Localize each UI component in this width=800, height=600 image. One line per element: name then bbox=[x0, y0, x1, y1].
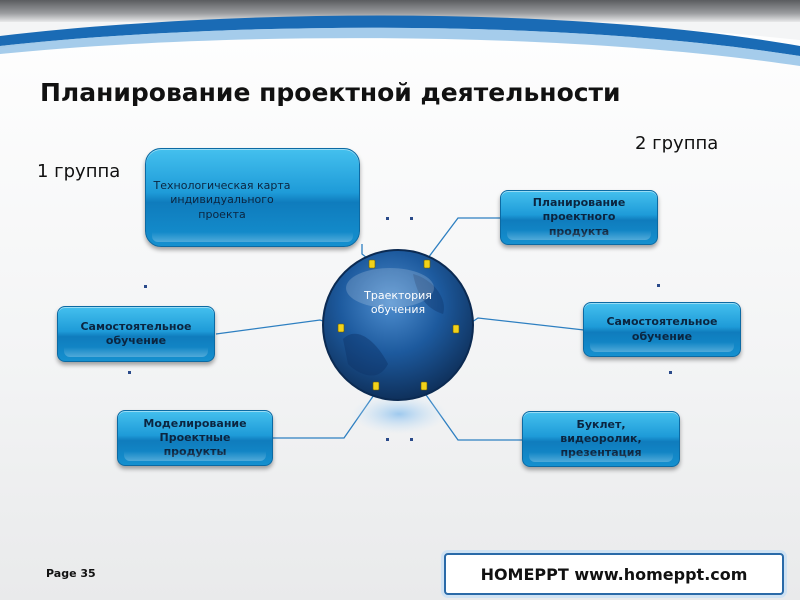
booklet-line-2: видеоролик, bbox=[560, 431, 642, 445]
modeling-box: Моделирование Проектные продукты bbox=[117, 410, 273, 466]
globe-icon bbox=[322, 249, 474, 434]
dot bbox=[144, 285, 147, 288]
planning-line-1: Планирование bbox=[532, 196, 626, 210]
booklet-line-3: презентация bbox=[560, 446, 642, 460]
self-study-box-right: Самостоятельное обучение bbox=[583, 302, 741, 357]
dot bbox=[410, 217, 413, 220]
dot bbox=[669, 371, 672, 374]
group-1-label: 1 группа bbox=[37, 161, 121, 182]
page-title: Планирование проектной деятельности bbox=[40, 78, 621, 107]
planning-box: Планирование проектного продукта bbox=[500, 190, 658, 245]
dot bbox=[657, 284, 660, 287]
light-icon bbox=[420, 381, 428, 391]
center-label: Траектория обучения bbox=[336, 289, 460, 317]
booklet-line-1: Буклет, bbox=[576, 417, 626, 431]
tech-map-box: Технологическая карта индивидуального пр… bbox=[145, 148, 360, 247]
self-study-left-line-2: обучение bbox=[105, 334, 167, 347]
dot bbox=[386, 217, 389, 220]
light-icon bbox=[368, 259, 376, 269]
tech-map-line-1: Технологическая карта bbox=[153, 179, 291, 192]
dot bbox=[128, 371, 131, 374]
connector-self-study-left bbox=[215, 319, 327, 335]
brand-footer[interactable]: HOMEPPT www.homeppt.com bbox=[444, 553, 784, 595]
dot bbox=[386, 438, 389, 441]
light-icon bbox=[423, 259, 431, 269]
self-study-right-line-2: обучение bbox=[631, 329, 693, 343]
light-icon bbox=[372, 381, 380, 391]
planning-line-2: проектного bbox=[542, 210, 616, 224]
center-line-1: Траектория bbox=[364, 289, 432, 302]
tech-map-line-2: индивидуального bbox=[170, 193, 274, 207]
group-2-label: 2 группа bbox=[635, 133, 719, 154]
tech-map-text: Технологическая карта индивидуального пр… bbox=[142, 179, 302, 222]
header-decoration bbox=[0, 0, 800, 66]
tech-map-line-3: проекта bbox=[198, 207, 246, 221]
booklet-box: Буклет, видеоролик, презентация bbox=[522, 411, 680, 467]
light-icon bbox=[452, 324, 460, 334]
self-study-right-line-1: Самостоятельное bbox=[606, 315, 718, 329]
modeling-line-3: продукты bbox=[163, 445, 227, 459]
modeling-line-2: Проектные bbox=[159, 430, 231, 444]
center-line-2: обучения bbox=[370, 302, 426, 316]
self-study-left-line-1: Самостоятельное bbox=[80, 319, 192, 333]
connector-planning bbox=[427, 217, 500, 259]
self-study-box-left: Самостоятельное обучение bbox=[57, 306, 215, 362]
light-icon bbox=[337, 323, 345, 333]
modeling-line-1: Моделирование bbox=[143, 416, 247, 430]
planning-line-3: продукта bbox=[548, 224, 610, 238]
dot bbox=[410, 438, 413, 441]
connector-self-study-right bbox=[471, 317, 585, 331]
page-number: Page 35 bbox=[46, 567, 96, 580]
